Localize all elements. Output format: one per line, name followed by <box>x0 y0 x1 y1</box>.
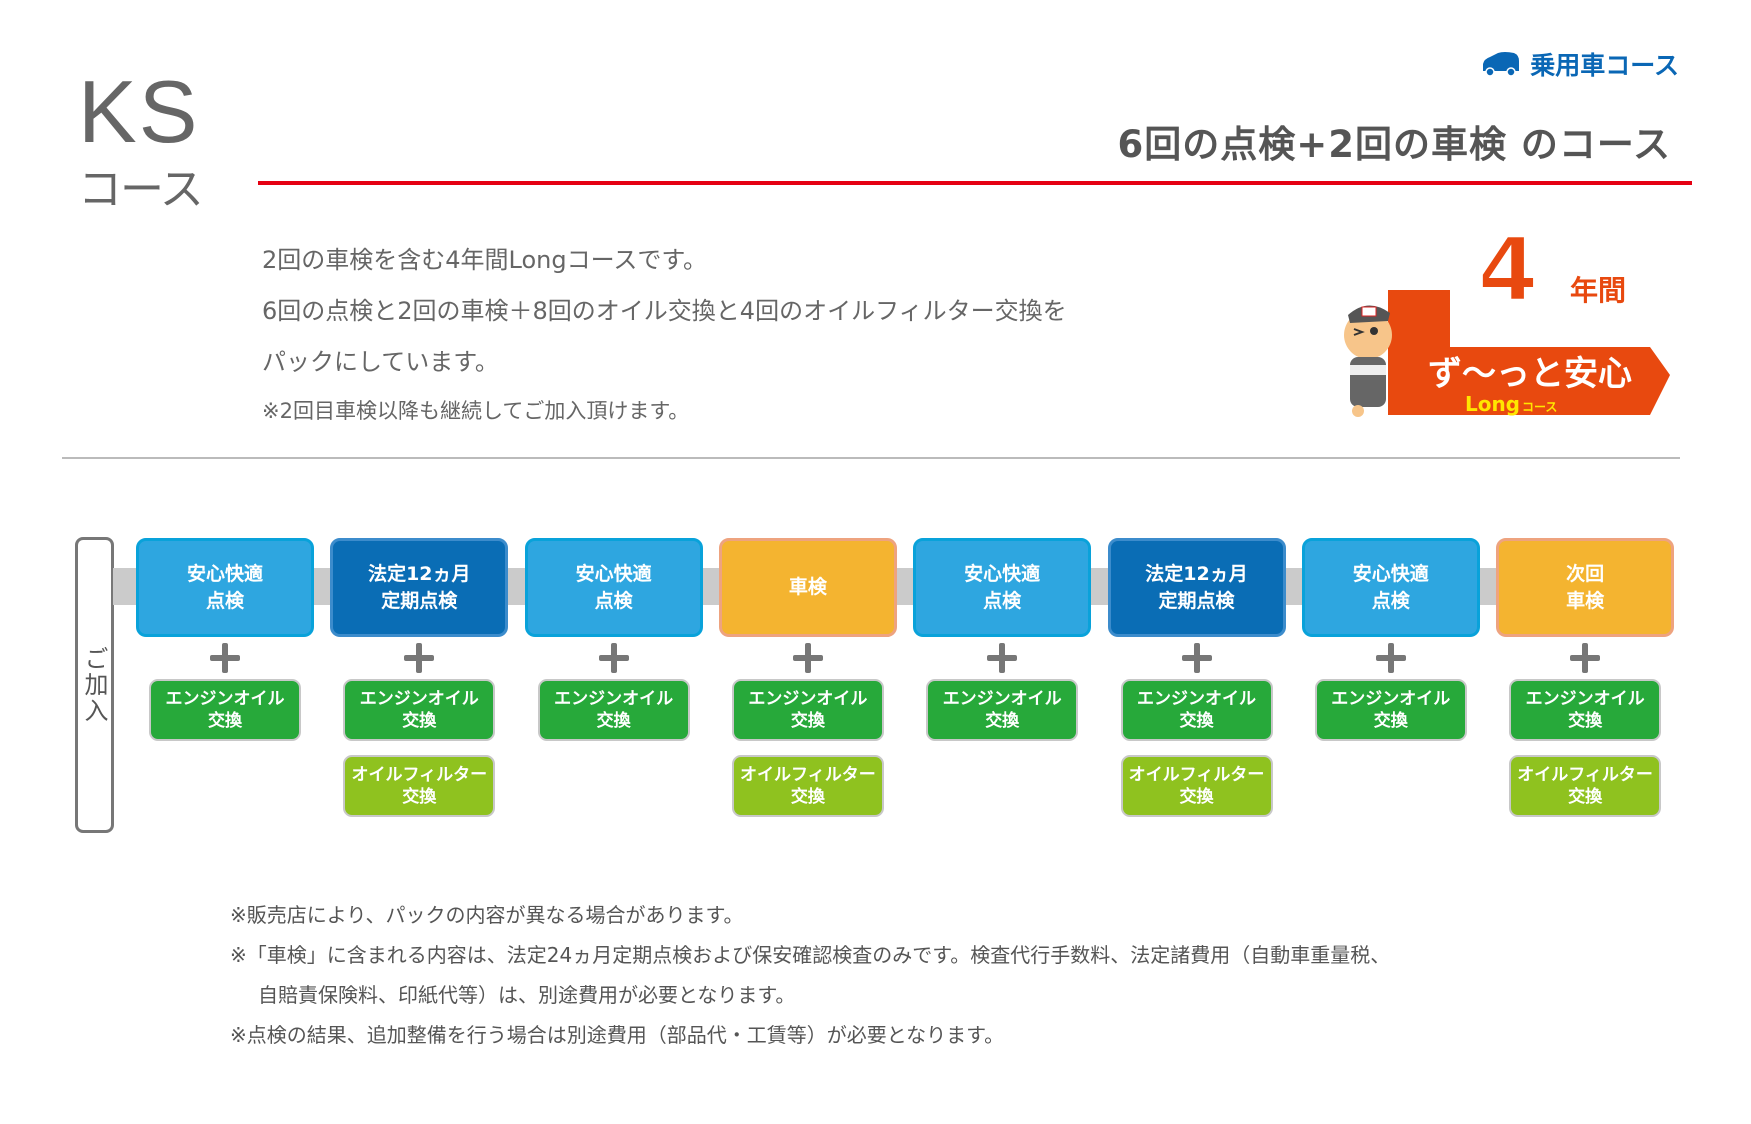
footnote-continued: 自賠責保険料、印紙代等）は、別途費用が必要となります。 <box>258 983 796 1007</box>
section-divider <box>62 457 1680 459</box>
oil-change-box: エンジンオイル 交換 <box>1314 679 1467 741</box>
category-label: 乗用車コース <box>1480 46 1679 82</box>
plus-icon <box>136 637 314 679</box>
plus-icon <box>1302 637 1480 679</box>
badge-shape <box>1388 290 1670 415</box>
badge-tagline: ず〜っと安心 <box>1428 354 1632 394</box>
category-text: 乗用車コース <box>1530 51 1679 80</box>
oil-change-box: エンジンオイル 交換 <box>149 679 301 741</box>
oil-filter-change-box: オイルフィルター 交換 <box>1509 755 1662 817</box>
page-heading: 6回の点検+2回の車検 のコース <box>1117 123 1671 166</box>
plus-icon <box>525 637 703 679</box>
footnote: ※販売店により、パックの内容が異なる場合があります。 <box>230 903 744 927</box>
footnotes: ※販売店により、パックの内容が異なる場合があります。 ※「車検」に含まれる内容は… <box>230 895 1390 1055</box>
timeline-step: 次回 車検エンジンオイル 交換オイルフィルター 交換 <box>1496 538 1675 831</box>
plus-icon <box>1108 637 1286 679</box>
footnote: ※「車検」に含まれる内容は、法定24ヵ月定期点検および保安確認検査のみです。検査… <box>230 943 1391 967</box>
timeline-step: 法定12ヵ月 定期点検エンジンオイル 交換オイルフィルター 交換 <box>330 538 509 831</box>
timeline-step: 車検エンジンオイル 交換オイルフィルター 交換 <box>718 538 897 831</box>
step-service-box: 安心快適 点検 <box>524 538 703 637</box>
step-service-box: 法定12ヵ月 定期点検 <box>1107 538 1286 637</box>
description-note: ※2回目車検以降も継続してご加入頂けます。 <box>262 399 690 423</box>
description-line: 2回の車検を含む4年間Longコースです。 <box>262 246 708 274</box>
course-code: KS <box>78 62 200 161</box>
oil-filter-change-box: オイルフィルター 交換 <box>343 755 496 817</box>
oil-change-box: エンジンオイル 交換 <box>537 679 690 741</box>
timeline-step: 安心快適 点検エンジンオイル 交換 <box>1301 538 1480 755</box>
heading-underline <box>258 181 1692 185</box>
oil-filter-change-box: オイルフィルター 交換 <box>731 755 884 817</box>
step-service-box: 次回 車検 <box>1496 538 1675 637</box>
plus-icon <box>719 637 897 679</box>
oil-change-box: エンジンオイル 交換 <box>1509 679 1662 741</box>
badge-number: 4 <box>1477 225 1538 321</box>
timeline-step: 安心快適 点検エンジンオイル 交換 <box>524 538 703 755</box>
step-service-box: 安心快適 点検 <box>136 538 314 637</box>
join-marker: ご加入 <box>75 537 114 833</box>
plus-icon <box>913 637 1091 679</box>
badge-long-suffix: コース <box>1522 400 1557 414</box>
oil-filter-change-box: オイルフィルター 交換 <box>1120 755 1273 817</box>
oil-change-box: エンジンオイル 交換 <box>731 679 884 741</box>
oil-change-box: エンジンオイル 交換 <box>1120 679 1273 741</box>
step-service-box: 法定12ヵ月 定期点検 <box>330 538 509 637</box>
join-label: ご加入 <box>80 646 108 724</box>
oil-change-box: エンジンオイル 交換 <box>343 679 496 741</box>
footnote: ※点検の結果、追加整備を行う場合は別途費用（部品代・工賃等）が必要となります。 <box>230 1023 1005 1047</box>
step-service-box: 安心快適 点検 <box>913 538 1092 637</box>
course-suffix: コース <box>78 164 204 215</box>
plus-icon <box>330 637 508 679</box>
description-line: パックにしています。 <box>262 348 499 376</box>
badge-years: 年間 <box>1570 274 1626 307</box>
oil-change-box: エンジンオイル 交換 <box>926 679 1079 741</box>
description-line: 6回の点検と2回の車検＋8回のオイル交換と4回のオイルフィルター交換を <box>262 297 1067 325</box>
mascot-icon <box>1344 305 1392 417</box>
four-year-long-badge: 4 年間 ず〜っと安心 Long コース <box>1344 225 1670 417</box>
course-description: 2回の車検を含む4年間Longコースです。 6回の点検と2回の車検＋8回のオイル… <box>262 235 1067 428</box>
badge-long: Long <box>1465 392 1520 416</box>
car-icon <box>1483 52 1520 77</box>
plus-icon <box>1496 637 1674 679</box>
step-service-box: 車検 <box>718 538 897 637</box>
timeline-step: 法定12ヵ月 定期点検エンジンオイル 交換オイルフィルター 交換 <box>1107 538 1286 831</box>
timeline-step: 安心快適 点検エンジンオイル 交換 <box>913 538 1092 755</box>
step-service-box: 安心快適 点検 <box>1301 538 1480 637</box>
timeline-step: 安心快適 点検エンジンオイル 交換 <box>136 538 314 755</box>
